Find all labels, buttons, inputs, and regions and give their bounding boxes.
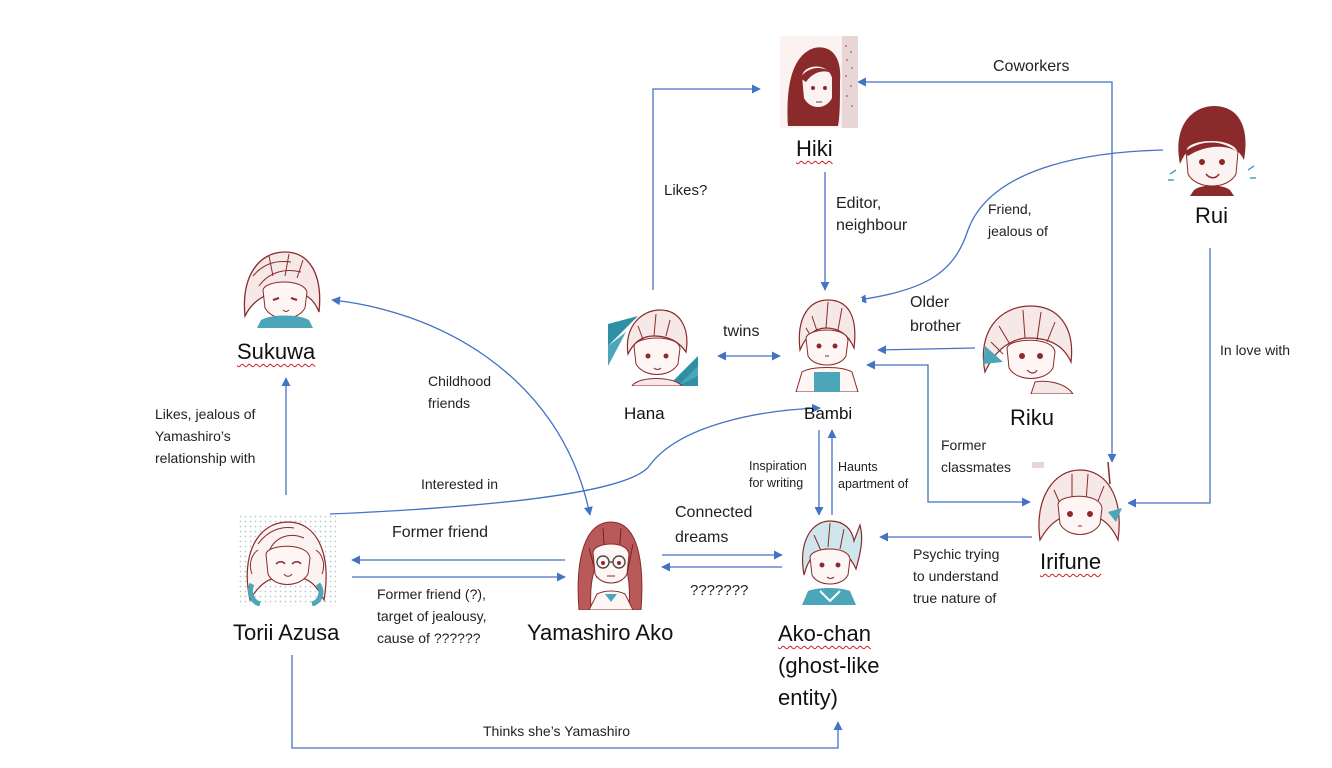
- hana-name: Hana: [624, 404, 665, 423]
- label-likes-question: Likes?: [664, 182, 708, 199]
- yamashiro-ako-portrait: [575, 518, 645, 610]
- ako-chan-name: Ako-chan (ghost-like entity): [778, 621, 880, 710]
- bambi-portrait: [792, 298, 862, 392]
- hana-portrait: [608, 306, 698, 386]
- label-interested-in: Interested in: [421, 476, 499, 492]
- label-former-friend: Former friend: [392, 524, 489, 541]
- arrow-coworkers: [857, 77, 1117, 463]
- sukuwa-portrait: [239, 246, 325, 328]
- label-coworkers: Coworkers: [993, 58, 1070, 75]
- arrow-thinks-yamashiro: [291, 655, 843, 749]
- torii-azusa-name: Torii Azusa: [233, 620, 340, 645]
- hiki-portrait: [780, 36, 858, 128]
- arrow-childhood-friends: [331, 296, 593, 516]
- arrow-former-classmates: [866, 360, 1031, 507]
- label-friend-jealous: Friend,jealous of: [988, 201, 1048, 239]
- arrow-rui-loves-irifune: [1127, 248, 1211, 508]
- torii-azusa-portrait: [238, 514, 336, 606]
- hiki-name: Hiki: [796, 136, 833, 161]
- label-twins: twins: [723, 323, 760, 340]
- bambi-name: Bambi: [804, 404, 853, 423]
- yamashiro-ako-name: Yamashiro Ako: [527, 620, 674, 645]
- arrow-hana-likes-hiki: [652, 84, 761, 290]
- riku-portrait: [975, 302, 1081, 394]
- rui-portrait: [1164, 104, 1256, 196]
- arrow-riku-older-brother: [877, 345, 976, 355]
- irifune-name: Irifune: [1040, 549, 1102, 574]
- label-former-friend-jealousy: Former friend (?),target of jealousy,cau…: [377, 586, 487, 646]
- arrow-torii-interested-bambi: [329, 403, 821, 515]
- arrow-rui-friend-bambi: [857, 149, 1164, 304]
- ako-chan-portrait: [794, 515, 864, 605]
- irifune-portrait: [1032, 462, 1128, 542]
- label-in-love-with: In love with: [1220, 342, 1291, 358]
- label-editor-neighbour: Editor,neighbour: [836, 195, 908, 234]
- sukuwa-name: Sukuwa: [237, 339, 316, 364]
- label-question-marks: ???????: [690, 582, 749, 599]
- rui-name: Rui: [1195, 203, 1229, 228]
- riku-name: Riku: [1010, 405, 1055, 430]
- label-thinks-shes-yamashiro: Thinks she’s Yamashiro: [483, 723, 631, 739]
